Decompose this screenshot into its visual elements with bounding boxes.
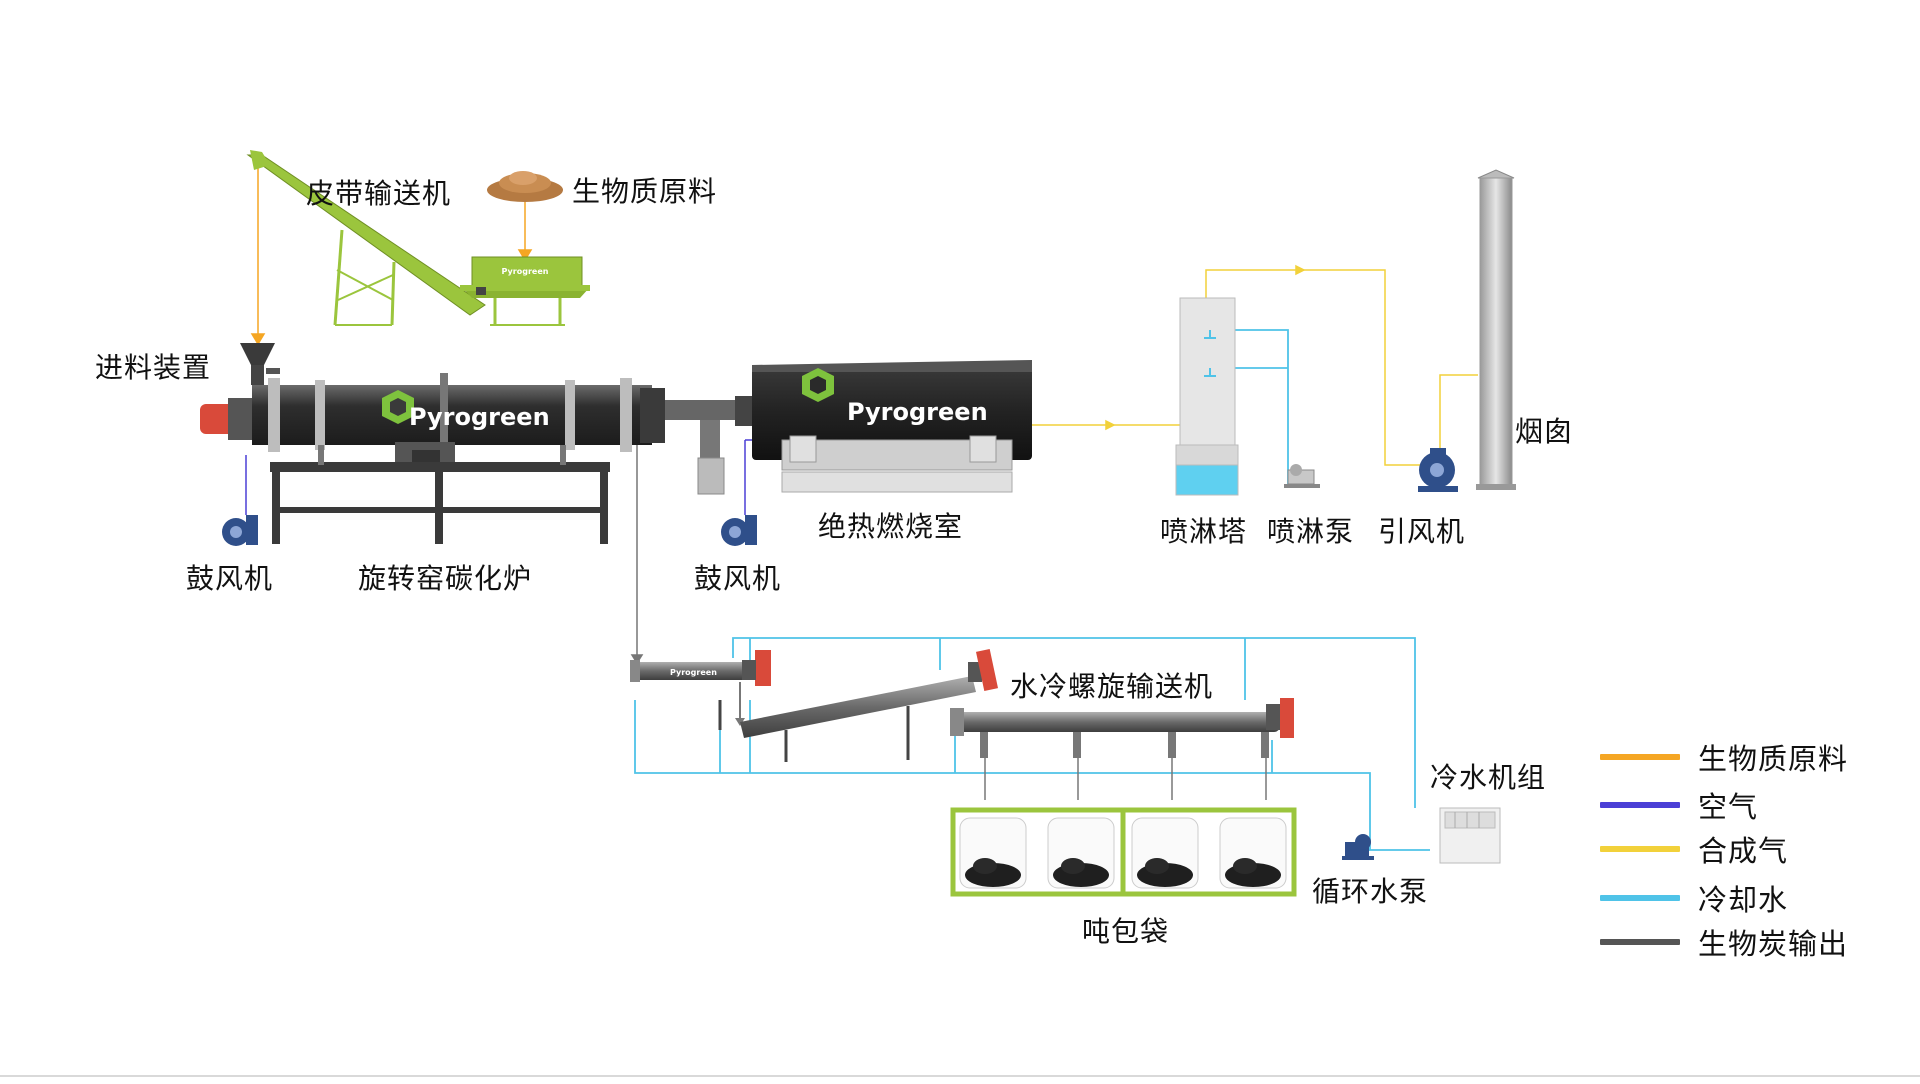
chamber-logo: Pyrogreen — [847, 398, 988, 426]
label-rotary-kiln: 旋转窑碳化炉 — [358, 562, 533, 595]
chiller-unit — [1439, 807, 1501, 864]
legend-label: 生物质原料 — [1698, 742, 1849, 776]
legend-label: 生物炭输出 — [1698, 927, 1849, 961]
legend-item-coolant: 冷却水 — [1600, 878, 1788, 918]
screw-conveyor-3 — [950, 698, 1294, 758]
label-spray-tower: 喷淋塔 — [1160, 515, 1248, 548]
legend-item-air: 空气 — [1600, 785, 1758, 825]
label-ton-bags: 吨包袋 — [1082, 915, 1170, 948]
hopper-logo: Pyrogreen — [502, 267, 549, 276]
adiabatic-chamber: Pyrogreen — [752, 360, 1032, 493]
legend-swatch — [1600, 802, 1680, 808]
blower-left-icon — [222, 515, 258, 546]
label-induced-fan: 引风机 — [1378, 515, 1466, 548]
chimney — [1476, 169, 1516, 490]
circulation-pump-icon — [1342, 834, 1374, 860]
ton-bag-1 — [959, 817, 1027, 889]
spray-pump-icon — [1284, 464, 1320, 488]
legend-label: 合成气 — [1698, 834, 1789, 868]
legend-label: 冷却水 — [1698, 883, 1789, 917]
spray-tower — [1175, 297, 1239, 496]
label-feeder: 进料装置 — [95, 351, 212, 384]
legend-swatch — [1600, 754, 1680, 760]
legend-item-char: 生物炭输出 — [1600, 922, 1848, 962]
label-circ-pump: 循环水泵 — [1312, 875, 1429, 908]
biomass-hopper: Pyrogreen — [460, 256, 590, 326]
legend-label: 空气 — [1698, 790, 1759, 824]
ton-bag-2 — [1047, 817, 1115, 889]
kiln-logo: Pyrogreen — [409, 403, 550, 431]
label-adiabatic-chamber: 绝热燃烧室 — [818, 510, 964, 543]
legend-item-syngas: 合成气 — [1600, 829, 1788, 869]
blower-mid-icon — [721, 515, 757, 546]
label-blower-left: 鼓风机 — [186, 562, 274, 595]
legend-swatch — [1600, 895, 1680, 901]
syngas-flow-lines — [1030, 264, 1478, 466]
belt-conveyor — [246, 150, 486, 326]
label-belt-conveyor: 皮带输送机 — [306, 177, 452, 210]
ton-bag-rack — [950, 807, 1297, 897]
rotary-kiln: Pyrogreen — [200, 343, 665, 544]
biomass-flow-lines — [250, 165, 533, 346]
induced-fan-icon — [1418, 448, 1458, 492]
connecting-duct — [665, 396, 755, 495]
label-chimney: 烟囱 — [1515, 415, 1574, 448]
ton-bag-4 — [1219, 817, 1287, 889]
ton-bag-3 — [1131, 817, 1199, 889]
label-biomass-raw: 生物质原料 — [572, 175, 718, 208]
legend-swatch — [1600, 939, 1680, 945]
legend-swatch — [1600, 846, 1680, 852]
screw-conveyor-2 — [718, 648, 999, 762]
biomass-pile-icon — [487, 171, 563, 202]
legend-item-biomass: 生物质原料 — [1600, 737, 1848, 777]
label-spray-pump: 喷淋泵 — [1267, 515, 1355, 548]
label-blower-mid: 鼓风机 — [694, 562, 782, 595]
screw-logo: Pyrogreen — [670, 668, 717, 677]
label-water-screw: 水冷螺旋输送机 — [1010, 670, 1214, 703]
bottom-divider — [0, 1075, 1920, 1077]
label-chiller: 冷水机组 — [1430, 761, 1547, 794]
